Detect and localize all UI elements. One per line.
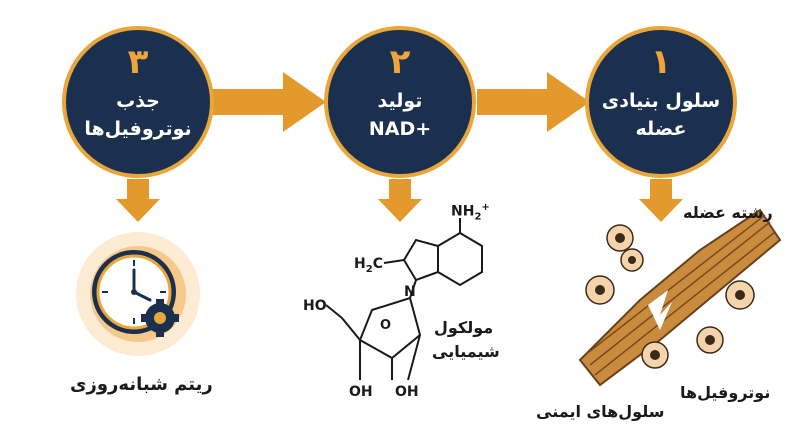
label-h2c: H2C <box>354 256 383 275</box>
nh2-text: NH <box>451 203 475 220</box>
label-ho: HO <box>303 298 327 314</box>
arrow-3-to-2 <box>213 72 326 132</box>
nh2-subscript: 2 <box>474 211 482 223</box>
arrow-down-1 <box>639 179 683 222</box>
gear-icon <box>141 299 179 337</box>
step-title-1-line1: سلول بنیادی <box>601 90 721 112</box>
h2c-c: C <box>372 256 383 272</box>
arrow-down-2 <box>378 179 422 222</box>
h2c-h: H <box>354 256 366 272</box>
label-immune-cells: سلول‌های ایمنی <box>536 402 665 421</box>
label-molecule-line2: شیمیایی <box>432 342 500 361</box>
molecule-structure <box>325 218 483 381</box>
step-title-2-line2: NAD+ <box>368 118 432 140</box>
label-neutrophils: نوتروفیل‌ها <box>680 383 771 402</box>
arrow-2-to-1 <box>477 72 590 132</box>
nh2-superscript: + <box>481 202 490 213</box>
step-title-2-line1: تولید <box>377 90 423 112</box>
step-title-3-line2: نوتروفیل‌ها <box>84 118 192 140</box>
label-o-ring: O <box>380 318 392 333</box>
label-muscle-fiber: رشته عضله <box>683 203 773 222</box>
label-molecule-line1: مولکول <box>434 318 494 337</box>
step-circle-3: ۳ جذب نوتروفیل‌ها <box>62 26 214 178</box>
step-circle-1: ۱ سلول بنیادی عضله <box>585 26 737 178</box>
label-nh2: NH2+ <box>451 202 490 222</box>
h2c-subscript: 2 <box>365 263 373 275</box>
label-circadian-rhythm: ریتم شبانه‌روزی <box>70 374 213 395</box>
muscle-fiber-illustration <box>578 208 782 387</box>
label-n-atom: N <box>404 284 416 300</box>
step-circle-2: ۲ تولید NAD+ <box>324 26 476 178</box>
step-number-1: ۱ <box>650 42 672 82</box>
clock-icon <box>76 232 200 356</box>
arrow-down-3 <box>116 179 160 222</box>
step-number-2: ۲ <box>389 42 411 82</box>
step-title-3-line1: جذب <box>116 90 160 112</box>
label-oh-1: OH <box>349 384 373 400</box>
label-oh-2: OH <box>395 384 419 400</box>
step-title-1-line2: عضله <box>635 118 687 140</box>
step-number-3: ۳ <box>127 42 149 82</box>
